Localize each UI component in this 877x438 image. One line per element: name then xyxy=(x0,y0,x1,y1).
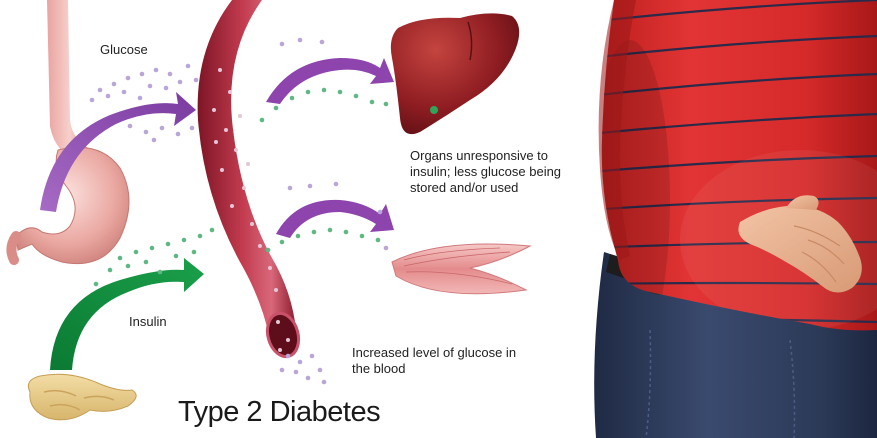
glucose-label: Glucose xyxy=(100,42,148,58)
muscle-icon xyxy=(392,244,530,294)
diabetes-diagram: Glucose Insulin Organs unresponsive to i… xyxy=(0,0,590,438)
liver-arrow-icon xyxy=(266,58,394,104)
organs-label: Organs unresponsive to insulin; less glu… xyxy=(410,148,585,196)
insulin-label: Insulin xyxy=(129,314,167,330)
insulin-arrow-icon xyxy=(50,258,204,370)
liver-icon xyxy=(391,13,519,134)
obese-man-photo xyxy=(590,0,877,438)
obese-man-icon xyxy=(590,0,877,438)
diagram-title: Type 2 Diabetes xyxy=(178,396,380,429)
blood-vessel-icon xyxy=(198,0,304,360)
blood-glucose-label: Increased level of glucose in the blood xyxy=(352,345,527,377)
pancreas-icon xyxy=(28,374,136,420)
stomach-icon xyxy=(11,0,129,264)
muscle-arrow-icon xyxy=(276,200,394,238)
